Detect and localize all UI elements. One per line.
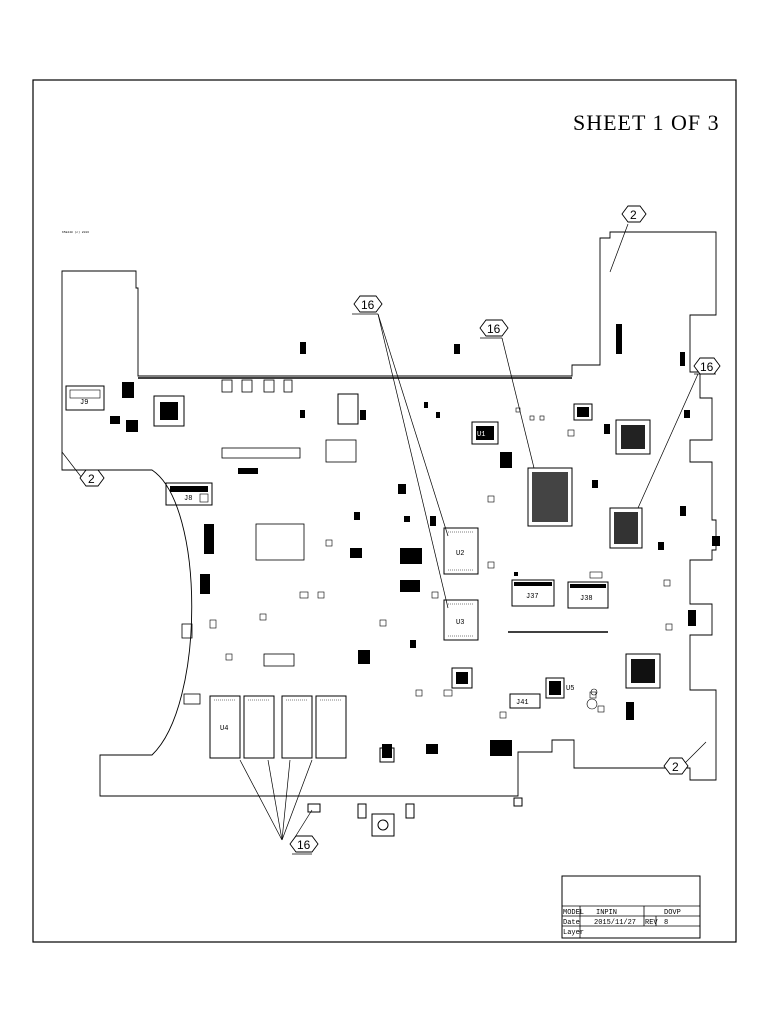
svg-text:16: 16 (487, 322, 501, 336)
title-block: MODEL INPIN DOVP Date 2015/11/27 REV 8 L… (561, 875, 701, 939)
chip-square-mid (337, 393, 359, 425)
tb-rev-label: REV (645, 919, 658, 927)
callout-2-top-right: 2 (621, 205, 647, 223)
sheet-title: SHEET 1 OF 3 (573, 110, 720, 135)
connector-j8: J8 (165, 482, 213, 506)
svg-text:16: 16 (297, 838, 311, 852)
small-components (110, 324, 720, 758)
connector-j9: J9 (65, 385, 105, 411)
refdes-j37: J37 (526, 593, 539, 601)
memory-chip-u2: U2 (443, 527, 479, 575)
callout-16-upper-left: 16 (353, 295, 383, 313)
bga-chip-right-upper (615, 419, 651, 455)
chip-small-bottom (451, 667, 473, 689)
refdes-j9: J9 (80, 399, 88, 407)
svg-text:2: 2 (88, 472, 95, 486)
below-board-parts (307, 747, 523, 837)
sheet-border (32, 79, 737, 943)
svg-text:16: 16 (700, 360, 714, 374)
tb-date-label: Date (563, 919, 580, 927)
passive-array-left (181, 379, 357, 705)
connector-j38: J38 (567, 581, 609, 609)
refdes-j8: J8 (184, 495, 192, 503)
tb-code-value: DOVP (664, 909, 681, 917)
bga-chip-right-lower (625, 653, 661, 689)
refdes-u4: U4 (220, 725, 228, 733)
refdes-u3: U3 (456, 619, 464, 627)
callout-16-right: 16 (693, 357, 721, 375)
svg-text:2: 2 (672, 760, 679, 774)
callout-2-bottom-right: 2 (663, 757, 689, 775)
board-outline (61, 231, 717, 797)
refdes-u1: U1 (477, 431, 485, 439)
callout-2-left: 2 (79, 469, 105, 487)
tb-date-value: 2015/11/27 (594, 919, 636, 927)
bga-chip-right-mid (609, 507, 643, 549)
pad-outlines (199, 407, 673, 719)
connector-j41: J41 (509, 693, 541, 709)
svg-text:2: 2 (630, 208, 637, 222)
tb-model-label: MODEL (563, 909, 584, 917)
callout-16-bottom: 16 (289, 835, 319, 853)
memory-chip-row: U4 (209, 695, 347, 759)
svg-text:16: 16 (361, 298, 375, 312)
chip-qfn-small (573, 403, 593, 421)
refdes-j38: J38 (580, 595, 593, 603)
bga-chip-left (153, 395, 185, 427)
bga-chip-center (527, 467, 573, 527)
callout-16-center: 16 (479, 319, 509, 337)
refdes-u2: U2 (456, 550, 464, 558)
tb-layer-label: Layer (563, 929, 584, 937)
tb-rev-value: 8 (664, 919, 668, 927)
connector-j37: J37 (511, 579, 555, 607)
memory-chip-u3: U3 (443, 599, 479, 641)
chip-u1: U1 (471, 421, 499, 445)
refdes-j41: J41 (516, 699, 529, 707)
chip-u5: U5 (545, 677, 574, 699)
refdes-u5: U5 (566, 685, 574, 693)
fine-print: K5E440 (c) 2016 (62, 230, 89, 234)
tb-model-value: INPIN (596, 909, 617, 917)
